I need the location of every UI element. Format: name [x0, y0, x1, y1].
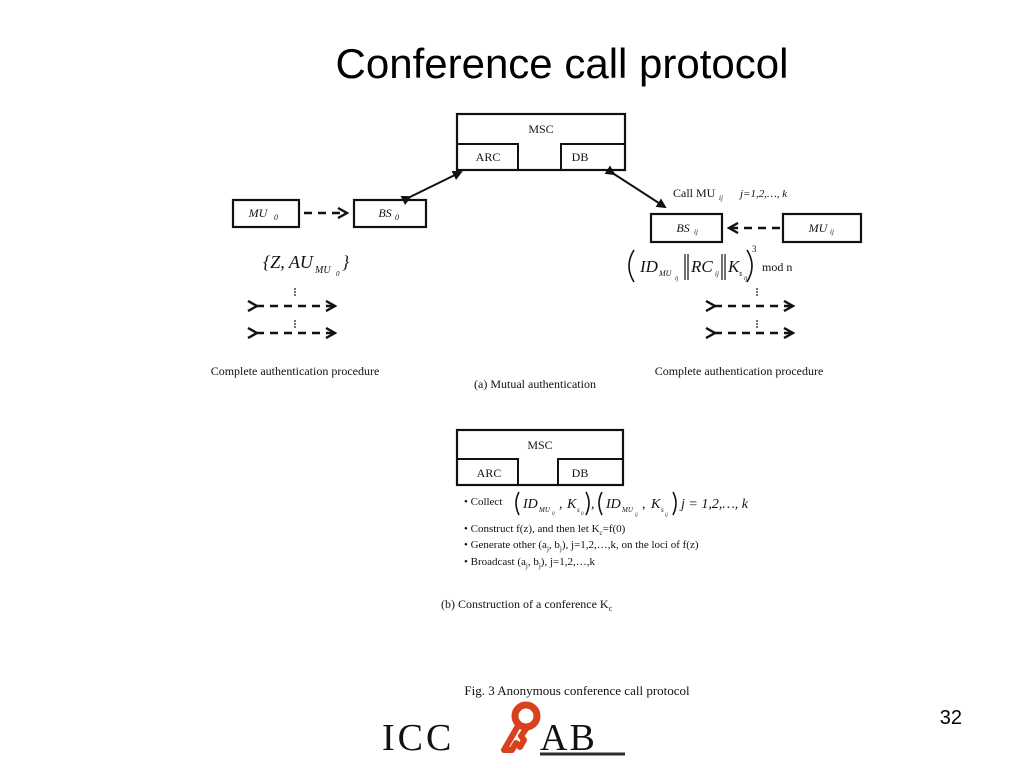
call-label: Call MU ij j=1,2,…, k: [673, 186, 788, 202]
bullet-construct: • Construct f(z), and then let Kc=f(0): [464, 523, 626, 537]
svg-text:Call MU: Call MU: [673, 186, 716, 200]
figure-caption: Fig. 3 Anonymous conference call protoco…: [464, 683, 690, 698]
bullet-collect: • Collect ID MU 0 , K s 0 , ID MU ij , K…: [464, 491, 749, 518]
svg-text:ij: ij: [830, 228, 834, 236]
logo-text-left: ICC: [382, 717, 454, 758]
svg-text:ID: ID: [639, 257, 659, 276]
svg-text:0: 0: [581, 512, 584, 517]
svg-text:0: 0: [336, 270, 340, 278]
svg-text:ij: ij: [744, 276, 748, 282]
page-number: 32: [939, 707, 962, 729]
arc-label-a: ARC: [476, 150, 501, 164]
svg-text:MU: MU: [808, 221, 829, 235]
arc-label-b: ARC: [477, 466, 502, 480]
svg-text:MU: MU: [621, 506, 634, 514]
right-auth-caption: Complete authentication procedure: [655, 364, 824, 378]
svg-text:0: 0: [274, 213, 278, 222]
msc-block-a: MSC ARC DB: [455, 112, 627, 172]
svg-text:• Collect: • Collect: [464, 496, 502, 508]
svg-text:MU: MU: [314, 265, 331, 276]
svg-text:BS: BS: [378, 206, 391, 220]
svg-text:}: }: [342, 252, 350, 272]
svg-text:ID: ID: [605, 497, 621, 512]
svg-text:ij: ij: [675, 276, 679, 282]
left-bs-box: BS 0: [352, 198, 428, 229]
svg-text:,: ,: [642, 497, 646, 512]
msc-block-b: MSC ARC DB: [455, 428, 625, 487]
caption-b: (b) Construction of a conference Kc: [441, 597, 613, 613]
svg-text:3: 3: [752, 244, 757, 254]
msc-label-a: MSC: [528, 122, 553, 136]
msc-label-b: MSC: [527, 438, 552, 452]
svg-text:ij: ij: [694, 228, 698, 236]
svg-text:ij: ij: [665, 513, 668, 518]
arrow-msc-bsij: [604, 165, 667, 209]
slide-title: Conference call protocol: [335, 40, 789, 87]
db-label-a: DB: [572, 150, 589, 164]
svg-text:s: s: [739, 269, 742, 278]
svg-text:• Generate other (aj, bj), j=1: • Generate other (aj, bj), j=1,2,…,k, on…: [464, 539, 699, 553]
svg-text:j=1,2,…, k: j=1,2,…, k: [738, 188, 788, 200]
svg-text:BS: BS: [676, 221, 689, 235]
svg-text:ij: ij: [719, 194, 723, 202]
svg-text:0: 0: [395, 213, 399, 222]
svg-text:s: s: [577, 506, 580, 514]
svg-text:MU: MU: [538, 506, 551, 514]
svg-text:• Construct f(z), and then let: • Construct f(z), and then let Kc=f(0): [464, 523, 626, 537]
svg-text:s: s: [661, 506, 664, 514]
iccpab-logo: ICC AB: [382, 701, 625, 758]
svg-text:,: ,: [591, 497, 595, 512]
svg-text:0: 0: [552, 512, 555, 517]
right-formula: ID MU ij RC ij K s ij 3 mod n: [628, 244, 792, 283]
svg-text:mod n: mod n: [762, 260, 792, 274]
left-auth-set: {Z, AU MU 0 }: [263, 252, 350, 278]
svg-text:{Z, AU: {Z, AU: [263, 252, 314, 272]
arrow-bs0-msc: [400, 171, 463, 206]
svg-text:K: K: [566, 497, 577, 512]
svg-text:• Broadcast (aj, bj), j=1,2,…,: • Broadcast (aj, bj), j=1,2,…,k: [464, 556, 595, 570]
left-mu-box: MU 0: [231, 198, 301, 229]
key-icon: [501, 701, 541, 753]
svg-text:MU: MU: [248, 206, 269, 220]
svg-text:K: K: [650, 497, 661, 512]
bullet-broadcast: • Broadcast (aj, bj), j=1,2,…,k: [464, 556, 595, 570]
svg-text:j = 1,2,…, k: j = 1,2,…, k: [679, 497, 749, 512]
right-mu-box: MU ij: [781, 212, 863, 244]
left-auth-caption: Complete authentication procedure: [211, 364, 380, 378]
right-dots: [756, 288, 758, 328]
left-dots: [294, 288, 296, 328]
right-bs-box: BS ij: [649, 212, 724, 244]
svg-text:RC: RC: [690, 257, 713, 276]
svg-text:ID: ID: [522, 497, 538, 512]
logo-text-right: AB: [540, 717, 597, 758]
bullet-generate: • Generate other (aj, bj), j=1,2,…,k, on…: [464, 539, 699, 553]
svg-text:K: K: [727, 257, 741, 276]
db-label-b: DB: [572, 466, 589, 480]
caption-a: (a) Mutual authentication: [474, 377, 596, 391]
svg-text:ij: ij: [635, 513, 638, 518]
svg-text:MU: MU: [658, 269, 673, 278]
svg-text:ij: ij: [715, 270, 719, 278]
svg-text:,: ,: [559, 497, 563, 512]
